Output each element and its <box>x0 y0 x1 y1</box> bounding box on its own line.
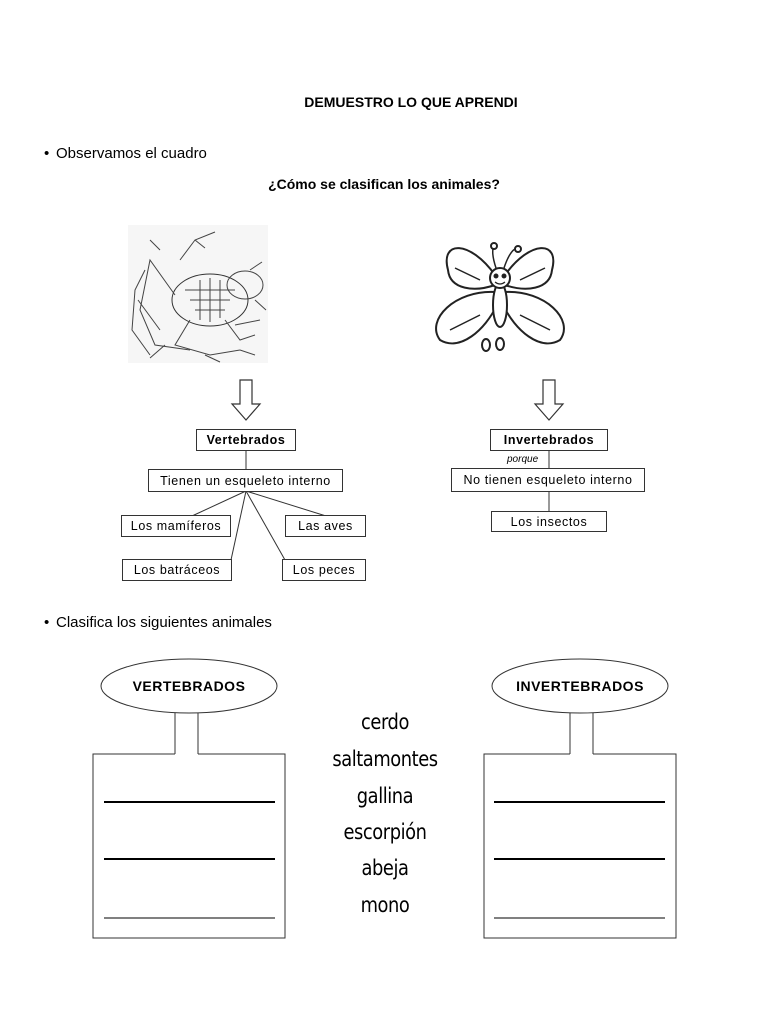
invertebrados-answer-box <box>483 658 677 939</box>
vertebrados-answer-lines[interactable] <box>104 801 275 919</box>
vertebrados-heading: Vertebrados <box>196 429 296 451</box>
arrow-down-right-icon <box>533 379 565 421</box>
invertebrados-heading: Invertebrados <box>490 429 608 451</box>
bullet-classify: • Clasifica los siguientes animales <box>44 614 272 631</box>
group-aves: Las aves <box>285 515 366 537</box>
page-title: DEMUESTRO LO QUE APRENDI <box>304 94 518 110</box>
invertebrados-oval-label: INVERTEBRADOS <box>516 678 644 694</box>
frog-skeleton-icon <box>128 225 268 363</box>
word-gallina[interactable]: gallina <box>356 784 414 808</box>
diagram-question: ¿Cómo se clasifican los animales? <box>268 176 500 192</box>
vertebrados-answer-box <box>92 658 286 939</box>
bullet-dot-icon: • <box>44 145 50 162</box>
bullet-classify-text: Clasifica los siguientes animales <box>56 614 272 631</box>
left-tree-lines <box>191 450 327 561</box>
group-batraceos: Los batráceos <box>122 559 232 581</box>
word-escorpion[interactable]: escorpión <box>343 820 427 844</box>
word-saltamontes[interactable]: saltamontes <box>332 747 438 771</box>
vertebrados-oval-label: VERTEBRADOS <box>132 678 246 694</box>
connector-porque: porque <box>507 454 539 465</box>
word-mono[interactable]: mono <box>360 893 410 917</box>
arrow-down-left-icon <box>230 379 262 421</box>
group-peces: Los peces <box>282 559 366 581</box>
invertebrados-answer-lines[interactable] <box>494 801 665 919</box>
bullet-observe: • Observamos el cuadro <box>44 145 207 162</box>
bullet-dot-icon: • <box>44 614 50 631</box>
butterfly-icon <box>435 242 565 352</box>
word-abeja[interactable]: abeja <box>361 856 409 880</box>
group-mamiferos: Los mamíferos <box>121 515 231 537</box>
vertebrados-definition: Tienen un esqueleto interno <box>148 469 343 492</box>
invertebrados-definition: No tienen esqueleto interno <box>451 468 645 492</box>
bullet-observe-text: Observamos el cuadro <box>56 145 207 162</box>
group-insectos: Los insectos <box>491 511 607 532</box>
word-cerdo[interactable]: cerdo <box>361 710 409 734</box>
